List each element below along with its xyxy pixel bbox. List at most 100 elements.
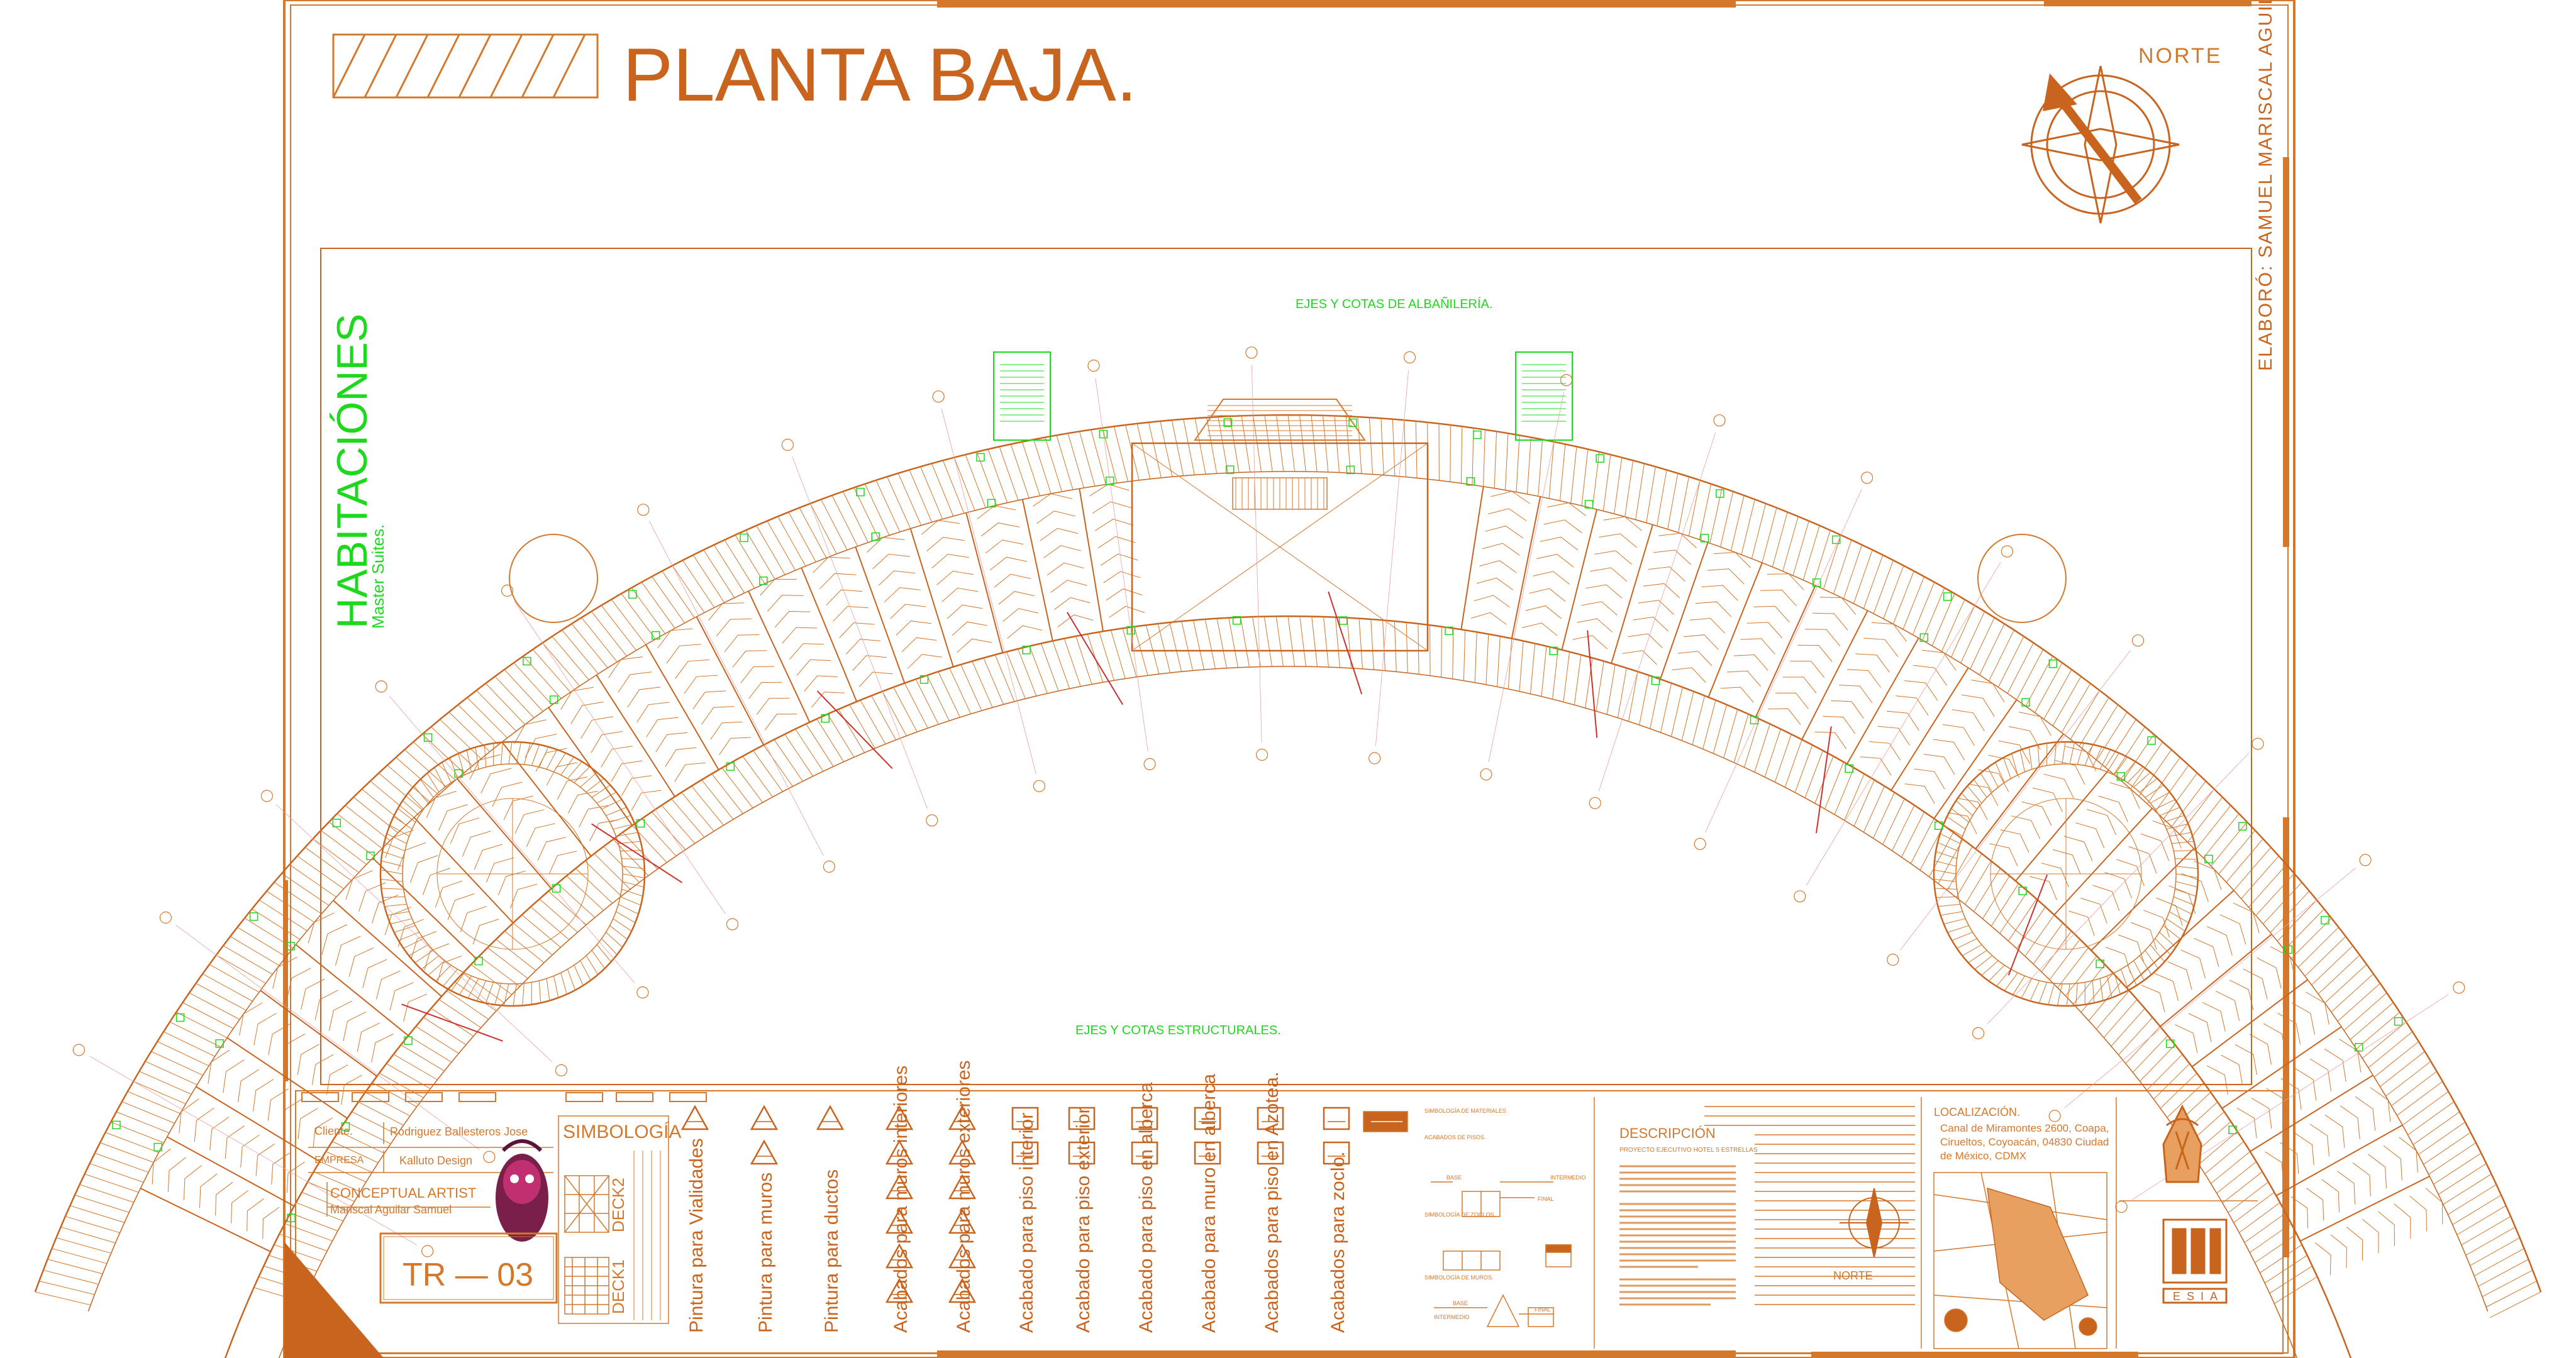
triangle-symbol-icon [948,1139,977,1165]
location-line2: Cirueltos, Coyoacán, 04830 Ciudad [1940,1136,2109,1148]
author-label: ELABORÓ: SAMUEL MARISCAL AGUILAR. [2255,0,2276,371]
triangle-symbol-icon [948,1174,977,1200]
stair-core [993,351,1051,441]
description-subtitle: PROYECTO EJECUTIVO HOTEL 5 ESTRELLAS [1619,1147,1758,1154]
base-label-2: BASE [1453,1300,1468,1306]
symbol-column: Pintura para Vialidades [680,1105,709,1333]
square-symbol-icon [1068,1141,1096,1165]
materials-symbology [1363,1111,1572,1327]
north-arrow-icon [2021,65,2180,224]
intermedio-label-2: INTERMEDIO [1434,1314,1470,1320]
annotation-bottom: EJES Y COTAS ESTRUCTURALES. [1075,1024,1281,1037]
triangle-symbol-icon [885,1278,914,1303]
deck2-hatch [564,1175,609,1233]
company-label: EMPRESA [314,1155,364,1166]
cartouche: Cliente. Rodriguez Ballesteros Jose EMPR… [284,1060,2284,1358]
square-symbol-icon [1131,1141,1158,1165]
client-label: Cliente. [314,1125,353,1137]
symbology-label: Acabado para piso en alberca [1136,1082,1157,1333]
sheet-code: TR — 03 [402,1257,533,1293]
triangle-symbol-icon [816,1105,845,1130]
square-symbol-icon [1194,1141,1221,1165]
final-label-1: FINAL [1538,1196,1554,1202]
square-symbol-icon [1194,1107,1221,1130]
square-symbol-icon [1011,1141,1039,1165]
base-label-1: BASE [1446,1174,1462,1181]
triangle-symbol-icon [750,1105,779,1130]
symbology-label: Pintura para Vialidades [686,1138,707,1333]
page-title: PLANTA BAJA. [623,33,1137,117]
institution-logo [2162,1104,2202,1183]
square-symbol-icon [1323,1107,1350,1130]
symbol-column: Acabado para piso en alberca [1131,1082,1158,1333]
symbol-column: Acabado para piso exterior [1068,1107,1096,1333]
plan-geometry [34,346,2542,1358]
small-north-label: NORTE [1833,1269,1873,1282]
artist-value: Mariscal Aguilar Samuel [330,1203,452,1216]
triangle-symbol-icon [750,1139,779,1165]
location-title: LOCALIZACIÓN. [1934,1105,2020,1118]
triangle-symbol-icon [885,1174,914,1200]
symbology-label: Acabado para muro en alberca [1199,1074,1219,1333]
symbol-column: Acabados para zoclo. [1323,1107,1350,1333]
square-symbol-icon [1257,1107,1284,1130]
intermedio-label-1: INTERMEDIO [1550,1174,1586,1181]
symbology-label: Acabado para piso exterior [1073,1107,1094,1333]
muros-title: SIMBOLOGÍA DE MUROS. [1424,1274,1494,1281]
structural-axes [72,346,2465,1257]
esia-label: ESIA [2173,1290,2224,1303]
triangle-symbol-icon [885,1208,914,1234]
symbology-label: Acabados para piso en Azotea. [1262,1072,1282,1333]
triangle-symbol-icon [948,1243,977,1269]
description-title: DESCRIPCIÓN [1619,1125,1716,1141]
triangle-symbol-icon [885,1139,914,1165]
triangle-symbol-icon [885,1105,914,1130]
esia-logo [2162,1218,2228,1304]
section-subtitle: Master Suites. [369,524,387,629]
symbology-label: Pintura para ductos [821,1169,842,1333]
triangle-symbol-icon [948,1105,977,1130]
square-symbol-icon [1068,1107,1096,1130]
triangle-symbol-icon [885,1243,914,1269]
title-hatch [332,33,599,99]
symbology-label: Acabados para zoclo. [1328,1151,1348,1333]
client-value: Rodriguez Ballesteros Jose [390,1125,528,1138]
materials-title: SIMBOLOGÍA DE MATERIALES [1424,1108,1506,1114]
symbology-label: Acabado para piso interior [1016,1113,1037,1333]
symbol-column: Acabado para muro en alberca [1194,1074,1221,1333]
description-text-lines [1619,1165,1736,1306]
square-symbol-icon [1011,1107,1039,1130]
zoclo-title: SIMBOLOGÍA DE ZOCLOS. [1424,1212,1496,1218]
section-title: HABITACIÓNES [328,314,376,629]
location-line1: Canal de Miramontes 2600, Coapa, [1940,1122,2109,1134]
triangle-symbol-icon [948,1208,977,1234]
sheet-frame [283,0,2296,1358]
symbol-column: Acabados para muros exteriores [948,1060,977,1333]
hatch-lines-description [1704,1106,1915,1305]
company-value: Kalluto Design [399,1154,472,1167]
square-symbol-icon [1257,1141,1284,1165]
north-label: NORTE [2138,44,2222,68]
symbol-column: Acabados para muros interiores [885,1066,914,1333]
corner-triangle [284,1242,384,1358]
location-map [1933,1172,2107,1349]
annotation-top: EJES Y COTAS DE ALBAÑILERÍA. [1296,296,1492,311]
triangle-symbol-icon [948,1278,977,1303]
symbology-label: Pintura para muros [755,1173,776,1333]
artist-label: CONCEPTUAL ARTIST [330,1185,476,1201]
small-north-arrow-icon [1840,1188,1909,1258]
symbology-columns: Pintura para Vialidades Pintura para muro… [680,1060,1350,1333]
location-line3: de México, CDMX [1940,1150,2026,1162]
floor-plan [34,346,2542,1358]
deck2-label: DECK2 [609,1178,628,1232]
final-label-2: FINAL [1535,1306,1551,1313]
client-logo [496,1139,548,1242]
floor-finish-title: ACABADOS DE PISOS. [1424,1134,1486,1140]
symbology-label: Acabados para muros interiores [891,1066,911,1333]
symbol-column: Acabados para piso en Azotea. [1257,1072,1284,1333]
symbology-label: Acabados para muros exteriores [953,1060,974,1333]
symbol-column: Acabado para piso interior [1011,1107,1039,1333]
symbol-column: Pintura para muros [750,1105,779,1333]
symbology-title: SIMBOLOGÍA [563,1122,681,1142]
